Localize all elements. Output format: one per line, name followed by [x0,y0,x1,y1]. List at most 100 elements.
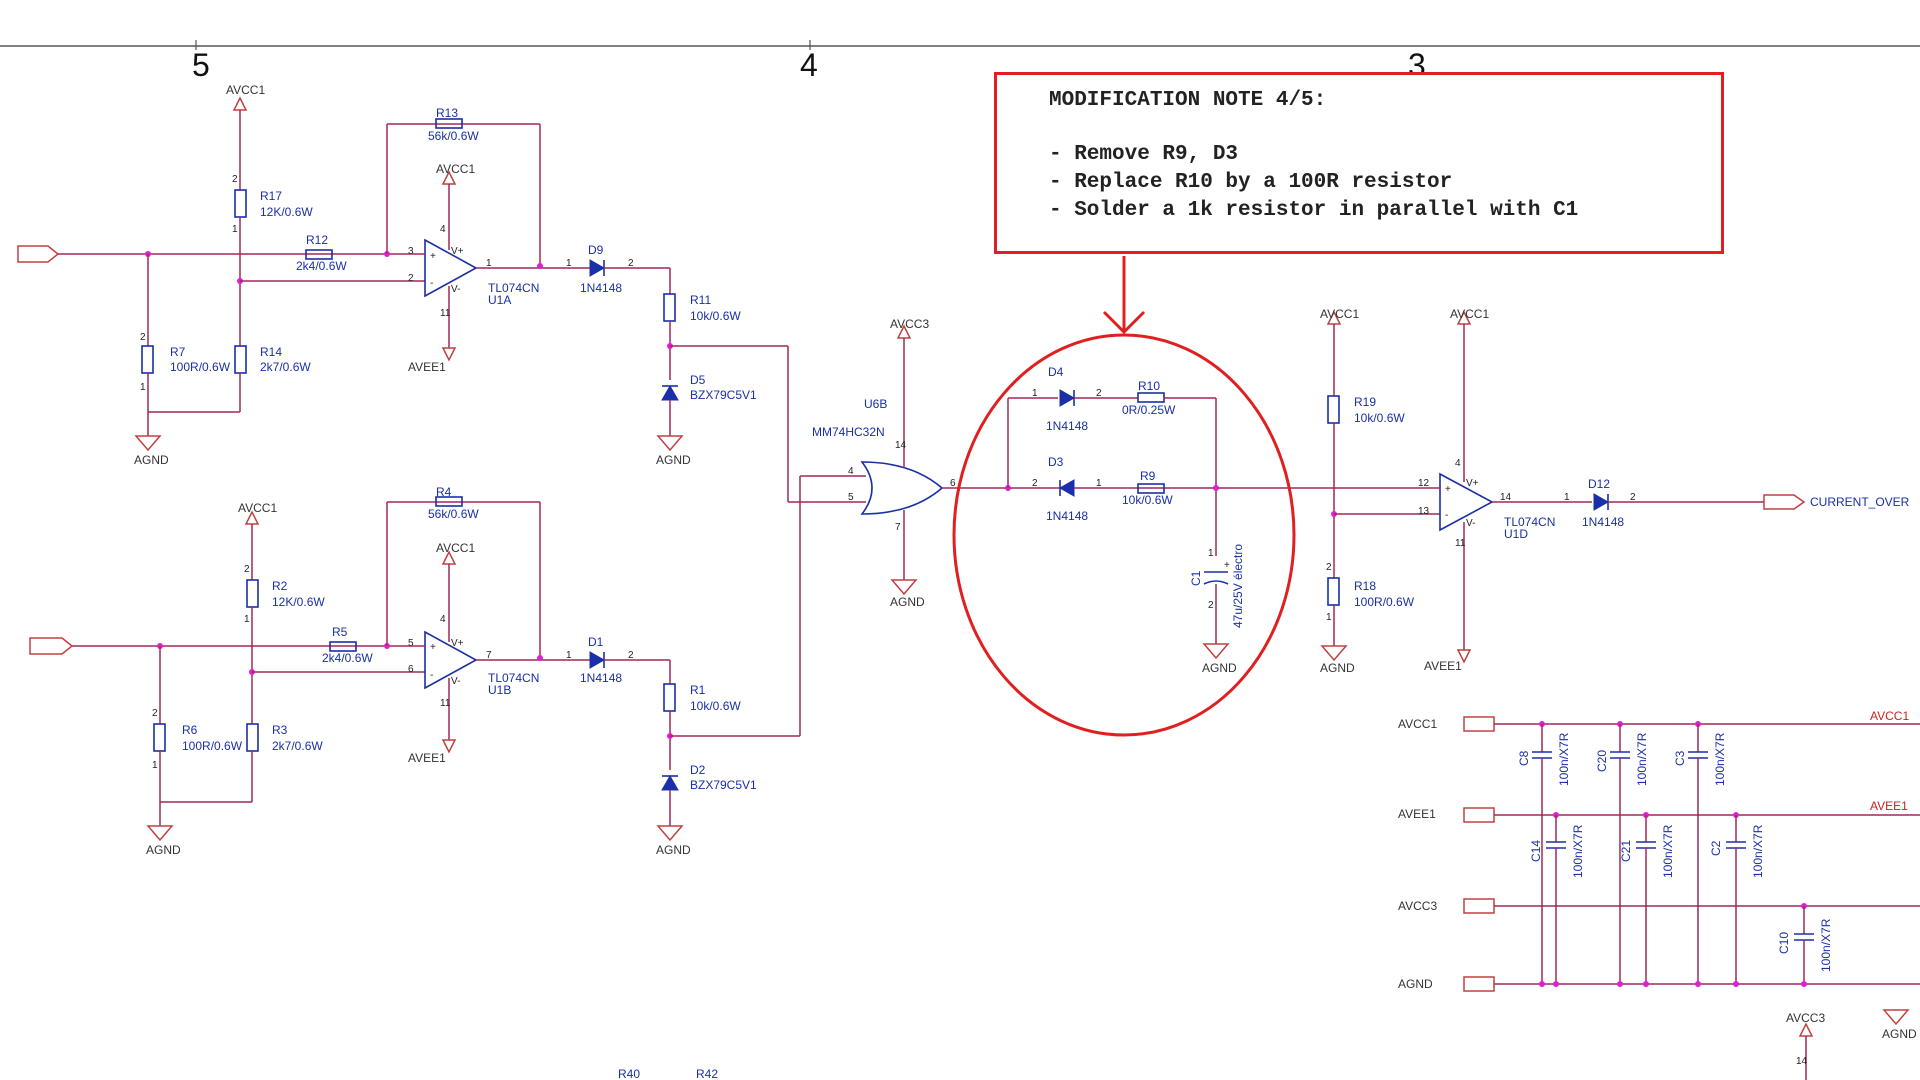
d2-ref: D2 [690,763,706,777]
u1d-value: TL074CN [1504,515,1555,529]
avcc1-label-r19: AVCC1 [1320,307,1359,321]
decoupling-section: AVCC1 AVCC1 AVEE1 AVEE1 AVCC3 AGND C8 10… [1398,709,1920,1080]
d9-ref: D9 [588,243,604,257]
r4-ref: R4 [436,485,452,499]
zone-label-4: 4 [800,47,818,83]
svg-text:1: 1 [1032,388,1038,399]
agnd-label-right: AGND [1882,1027,1917,1041]
agnd-label-r18: AGND [1320,661,1355,675]
r13-ref: R13 [436,106,458,120]
svg-text:1: 1 [140,382,146,393]
svg-text:1: 1 [1096,478,1102,489]
d12-ref: D12 [1588,477,1610,491]
svg-text:7: 7 [895,522,901,533]
rail-avcc3-label: AVCC3 [1398,899,1437,913]
avcc1-label-u1b: AVCC1 [436,541,475,555]
net-current-over: CURRENT_OVER [1810,495,1910,509]
r3-ref: R3 [272,723,288,737]
modification-note-box: MODIFICATION NOTE 4/5: - Remove R9, D3 -… [994,72,1724,254]
zener-d2 [661,774,679,791]
diode-d9 [589,259,606,277]
c1-value: 47u/25V électro [1231,544,1245,628]
input-connector-lower [29,637,74,655]
rail-avee1-label: AVEE1 [1398,807,1436,821]
rail-agnd-label: AGND [1398,977,1433,991]
agnd-symbol [134,435,162,452]
cap-c10: C10 100n/X7R [1777,903,1833,987]
svg-text:12: 12 [1418,478,1430,489]
svg-text:2: 2 [1326,562,1332,573]
svg-text:+: + [1445,484,1451,495]
r5-value: 2k4/0.6W [322,651,373,665]
r18-ref: R18 [1354,579,1376,593]
d5-ref: D5 [690,373,706,387]
d5-value: BZX79C5V1 [690,388,757,402]
avcc3-label-u6b: AVCC3 [890,317,929,331]
d3-value: 1N4148 [1046,509,1088,523]
r12-ref: R12 [306,233,328,247]
svg-text:V-: V- [451,676,460,687]
svg-text:14: 14 [1500,492,1512,503]
u6b-value: MM74HC32N [812,425,885,439]
svg-text:2: 2 [244,564,250,575]
agnd-label: AGND [134,453,169,467]
diode-d12 [1593,493,1610,511]
d4-ref: D4 [1048,365,1064,379]
avee1-label-u1a: AVEE1 [408,360,446,374]
svg-text:V-: V- [451,284,460,295]
svg-text:11: 11 [440,698,451,709]
u1b-ref: U1B [488,683,511,697]
avee1-label-u1b: AVEE1 [408,751,446,765]
r10-value: 0R/0.25W [1122,403,1176,417]
r4-value: 56k/0.6W [428,507,479,521]
r9-ref: R9 [1140,469,1156,483]
svg-text:5: 5 [848,492,854,503]
svg-text:1: 1 [1208,548,1214,559]
agnd-label-c1: AGND [1202,661,1237,675]
svg-text:11: 11 [1455,538,1466,549]
svg-text:1: 1 [1564,492,1570,503]
avcc3-label-bottom: AVCC3 [1786,1011,1825,1025]
r1-ref: R1 [690,683,706,697]
resistor-r10 [1137,392,1165,403]
opamp-u1b [424,630,478,690]
output-connector [1763,494,1806,510]
r12-value: 2k4/0.6W [296,259,347,273]
svg-text:2: 2 [140,332,146,343]
d12-value: 1N4148 [1582,515,1624,529]
svg-text:V+: V+ [451,246,464,257]
zone-label-5: 5 [192,47,210,83]
zener-d5 [661,384,679,401]
svg-text:2: 2 [232,174,238,185]
r11-value: 10k/0.6W [690,309,741,323]
avcc1-label-u1a: AVCC1 [436,162,475,176]
d1-ref: D1 [588,635,604,649]
svg-text:14: 14 [895,440,907,451]
svg-text:2: 2 [628,258,634,269]
r6-value: 100R/0.6W [182,739,243,753]
r2-value: 12K/0.6W [272,595,325,609]
svg-text:1: 1 [244,614,250,625]
svg-text:2: 2 [1630,492,1636,503]
svg-text:2: 2 [152,708,158,719]
u1b-value: TL074CN [488,671,539,685]
c2-value: 100n/X7R [1751,824,1765,878]
cap-c21: C21 100n/X7R [1619,812,1675,987]
c3-ref: C3 [1673,750,1687,766]
avcc1-label: AVCC1 [226,83,265,97]
svg-text:+: + [430,251,436,262]
r13-value: 56k/0.6W [428,129,479,143]
svg-text:+: + [430,642,436,653]
svg-text:4: 4 [440,224,446,235]
c14-value: 100n/X7R [1571,824,1585,878]
resistor-r9 [1137,483,1165,494]
svg-text:2: 2 [1208,600,1214,611]
r1-value: 10k/0.6W [690,699,741,713]
note-title: MODIFICATION NOTE 4/5: [1049,89,1327,112]
avee1-label-u1d: AVEE1 [1424,659,1462,673]
svg-text:6: 6 [950,478,956,489]
r14-ref: R14 [260,345,282,359]
r17-ref: R17 [260,189,282,203]
u1d-ref: U1D [1504,527,1528,541]
